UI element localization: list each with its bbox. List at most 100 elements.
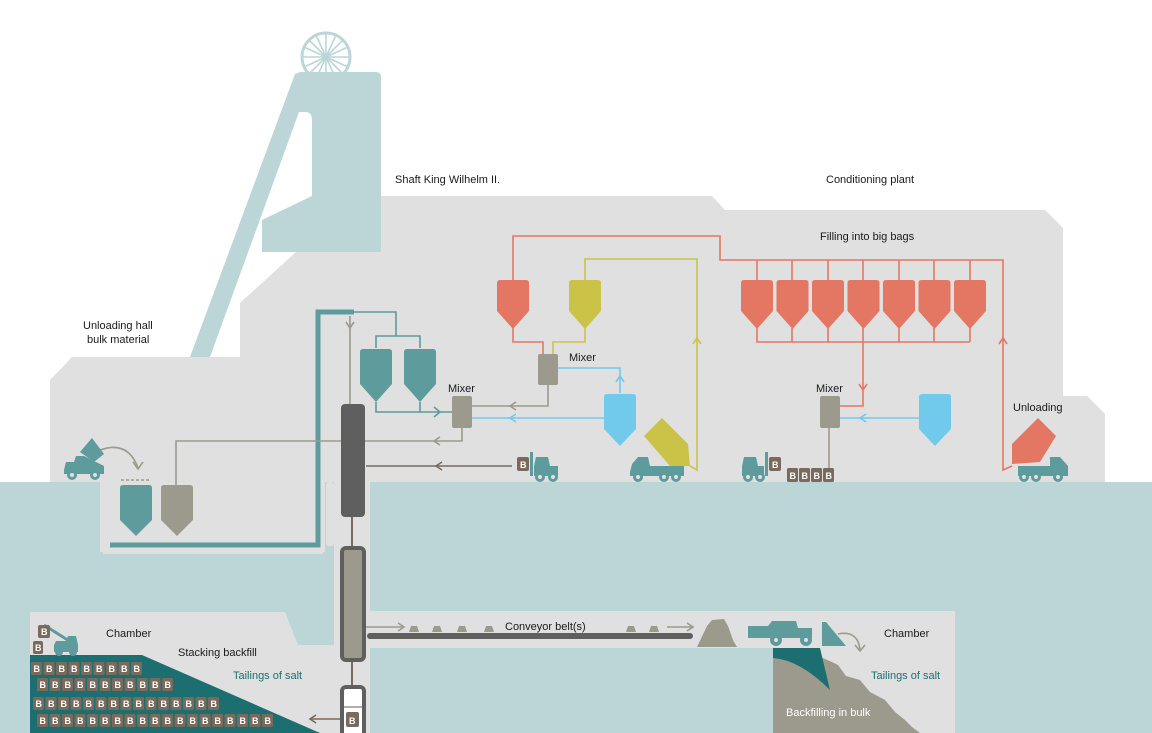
- filling-big-bags-label: Filling into big bags: [820, 231, 915, 243]
- coral-to-right-mixer: [840, 328, 864, 407]
- crane-bag-letter: B: [41, 627, 48, 637]
- stacked-bag-letter: B: [148, 699, 155, 709]
- stacked-bag: [56, 662, 67, 675]
- stacked-bag-letter: B: [65, 716, 72, 726]
- stacked-bag-letter: B: [77, 680, 84, 690]
- conveyor-material-lump: [432, 626, 442, 632]
- stacking-backfill-label: Stacking backfill: [178, 647, 257, 659]
- unloading-hall-label-2: bulk material: [87, 334, 149, 346]
- unloading-hall-label-1: Unloading hall: [83, 320, 153, 332]
- stacked-bag-letter: B: [86, 699, 93, 709]
- conveyor-material-lump: [457, 626, 467, 632]
- floor-bag-letter: B: [826, 471, 833, 481]
- big-bag-silo: [954, 280, 986, 329]
- stacked-bag: [249, 714, 261, 727]
- stacked-bag: [31, 662, 42, 675]
- forklift2-bag-letter: B: [772, 460, 779, 470]
- stacked-bag: [62, 678, 73, 691]
- stacked-bag: [237, 714, 248, 727]
- headframe: [190, 31, 381, 357]
- coral-silo-center: [497, 280, 529, 329]
- stacked-bag: [149, 714, 161, 727]
- conveyor-material-lump: [649, 626, 659, 632]
- stacked-bag-letter: B: [73, 699, 80, 709]
- tailings-left-label: Tailings of salt: [233, 670, 302, 682]
- stacked-bag: [37, 678, 48, 691]
- stacked-bag: [74, 678, 86, 691]
- stacked-bag-letter: B: [40, 680, 47, 690]
- big-bag-silo: [918, 280, 951, 329]
- stacked-bag: [99, 678, 111, 691]
- stacked-bag: [170, 697, 182, 710]
- forklift-bag-letter: B: [520, 460, 527, 470]
- stacked-bag-letter: B: [186, 699, 193, 709]
- stacked-bag: [99, 714, 111, 727]
- teal-silo-2: [404, 349, 436, 402]
- stacked-bag-letter: B: [121, 664, 128, 674]
- stacked-bag: [49, 714, 61, 727]
- floor-bag: [811, 468, 822, 482]
- stacked-bag-letter: B: [265, 716, 272, 726]
- stacked-bag-letter: B: [109, 664, 116, 674]
- stacked-bag: [106, 662, 117, 675]
- stacked-bag-letter: B: [136, 699, 143, 709]
- big-bag-silo: [776, 280, 809, 329]
- stacked-bag: [137, 714, 148, 727]
- conveyor-material-lump: [484, 626, 494, 632]
- stacked-bag-letter: B: [40, 716, 47, 726]
- stacked-bag: [120, 697, 132, 710]
- stacked-bag-letter: B: [65, 680, 72, 690]
- stacked-bag: [70, 697, 82, 710]
- shaft-mixing-column: [341, 404, 365, 517]
- stacked-bag: [37, 714, 48, 727]
- olive-feed-line: [584, 258, 698, 472]
- surface-building: [50, 196, 1105, 482]
- stacked-bag-letter: B: [36, 699, 43, 709]
- stacked-bag-letter: B: [115, 716, 122, 726]
- stacked-bag-letter: B: [115, 680, 122, 690]
- big-bag-silo: [883, 280, 915, 329]
- blue-to-center-mixer: [558, 367, 621, 393]
- coral-truck-icon: [1012, 418, 1068, 482]
- stacked-bag-letter: B: [123, 699, 130, 709]
- stacked-bag: [183, 697, 194, 710]
- stacked-bag-letter: B: [240, 716, 247, 726]
- stack-top-bag-letter: B: [35, 643, 42, 653]
- dump-truck-icon: [64, 438, 104, 480]
- center-mixer-to-left-mixer: [472, 385, 549, 407]
- stacked-bag-letter: B: [84, 664, 91, 674]
- mixer-to-gray-silo: [175, 428, 463, 486]
- stacked-bag-letter: B: [127, 680, 134, 690]
- floor-bag-letter: B: [802, 471, 809, 481]
- coral-distribution-line: [512, 235, 1013, 472]
- stacked-bag-letter: B: [190, 716, 197, 726]
- stacked-bag: [131, 662, 142, 675]
- floor-bag: [823, 468, 834, 482]
- shaft: B: [340, 404, 366, 733]
- big-bag-silo: [741, 280, 773, 329]
- skip-bag-letter: B: [349, 716, 356, 726]
- stacked-bag: [87, 678, 98, 691]
- stacked-bag-letter: B: [96, 664, 103, 674]
- stacked-bag-letter: B: [98, 699, 105, 709]
- stacked-bag: [158, 697, 169, 710]
- mixer-left: [452, 396, 472, 428]
- blue-silo-center: [604, 394, 636, 446]
- stacked-bag-letter: B: [61, 699, 68, 709]
- receiving-silo-teal: [120, 485, 152, 536]
- floor-bag-letter: B: [814, 471, 821, 481]
- stacked-bag: [83, 697, 94, 710]
- stacked-bag: [45, 697, 57, 710]
- stacked-bag: [62, 714, 73, 727]
- stacked-bag-letter: B: [111, 699, 118, 709]
- mixer-right: [820, 396, 840, 428]
- stacked-bag-letter: B: [227, 716, 234, 726]
- stacked-bag-letter: B: [134, 664, 141, 674]
- stacked-bag: [187, 714, 198, 727]
- stacked-bag: [124, 678, 136, 691]
- stacked-bag-letter: B: [198, 699, 205, 709]
- stacked-bag: [74, 714, 86, 727]
- stacked-bag-letter: B: [102, 680, 109, 690]
